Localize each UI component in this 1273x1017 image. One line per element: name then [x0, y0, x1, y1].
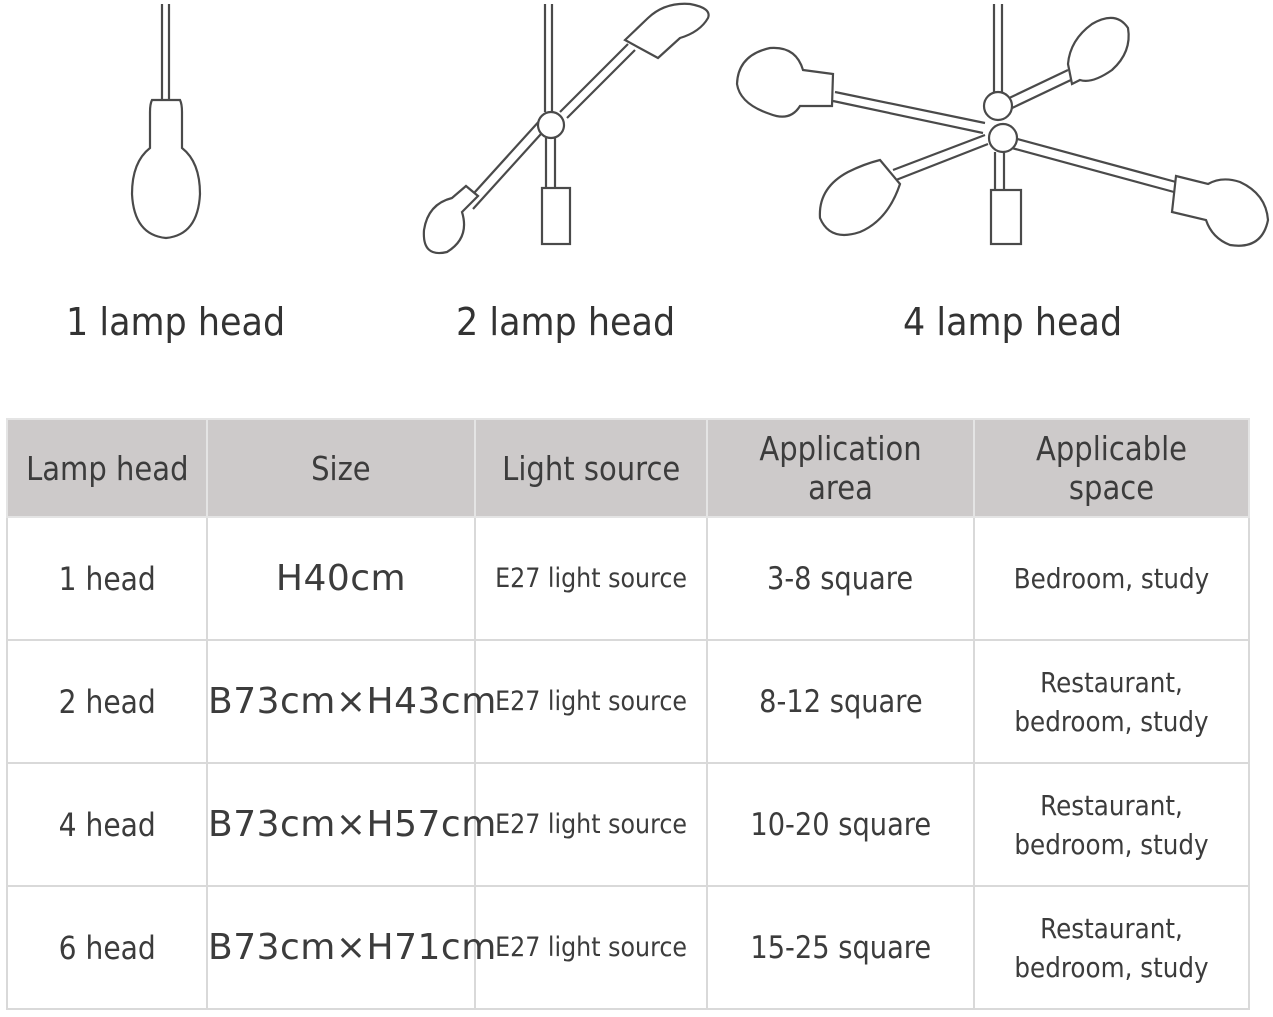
- header-light-source: Light source: [474, 418, 708, 518]
- pendant-2-head-icon: [422, 2, 710, 255]
- specification-table: Lamp head Size Light source Application …: [6, 418, 1250, 1010]
- cell-lamp-head: 2 head: [6, 639, 208, 764]
- header-applicable-space: Applicable space: [973, 418, 1250, 518]
- cell-application-area: 15-25 square: [706, 885, 975, 1010]
- caption-1-lamp-head: 1 lamp head: [66, 300, 286, 344]
- header-lamp-head: Lamp head: [6, 418, 208, 518]
- cell-application-area: 3-8 square: [706, 516, 975, 641]
- caption-2-lamp-head: 2 lamp head: [456, 300, 676, 344]
- lamp-drawings: [130, 2, 1270, 255]
- table-row: 4 head B73cm×H57cm E27 light source 10-2…: [6, 762, 1250, 887]
- cell-light-source: E27 light source: [474, 516, 708, 641]
- cell-size: B73cm×H43cm: [206, 639, 496, 764]
- pendant-1-head-icon: [130, 4, 202, 240]
- header-size: Size: [206, 418, 476, 518]
- cell-applicable-space: Restaurant, bedroom, study: [973, 762, 1250, 887]
- table-row: 6 head B73cm×H71cm E27 light source 15-2…: [6, 885, 1250, 1010]
- table-row: 1 head H40cm E27 light source 3-8 square…: [6, 516, 1250, 641]
- cell-application-area: 8-12 square: [706, 639, 975, 764]
- cell-lamp-head: 4 head: [6, 762, 208, 887]
- cell-size: H40cm: [206, 516, 476, 641]
- cell-applicable-space: Restaurant, bedroom, study: [973, 639, 1250, 764]
- cell-applicable-space: Bedroom, study: [973, 516, 1250, 641]
- table-row: 2 head B73cm×H43cm E27 light source 8-12…: [6, 639, 1250, 764]
- pendant-4-head-icon: [735, 4, 1270, 247]
- cell-lamp-head: 6 head: [6, 885, 208, 1010]
- cell-light-source: E27 light source: [474, 639, 708, 764]
- cell-size: B73cm×H71cm: [206, 885, 496, 1010]
- caption-4-lamp-head: 4 lamp head: [903, 300, 1123, 344]
- cell-application-area: 10-20 square: [706, 762, 975, 887]
- cell-applicable-space: Restaurant, bedroom, study: [973, 885, 1250, 1010]
- cell-size: B73cm×H57cm: [206, 762, 496, 887]
- cell-light-source: E27 light source: [474, 762, 708, 887]
- lamp-illustrations: 1 lamp head 2 lamp head 4 lamp head: [0, 0, 1273, 400]
- table-header-row: Lamp head Size Light source Application …: [6, 418, 1250, 518]
- header-application-area: Application area: [706, 418, 975, 518]
- cell-lamp-head: 1 head: [6, 516, 208, 641]
- cell-light-source: E27 light source: [474, 885, 708, 1010]
